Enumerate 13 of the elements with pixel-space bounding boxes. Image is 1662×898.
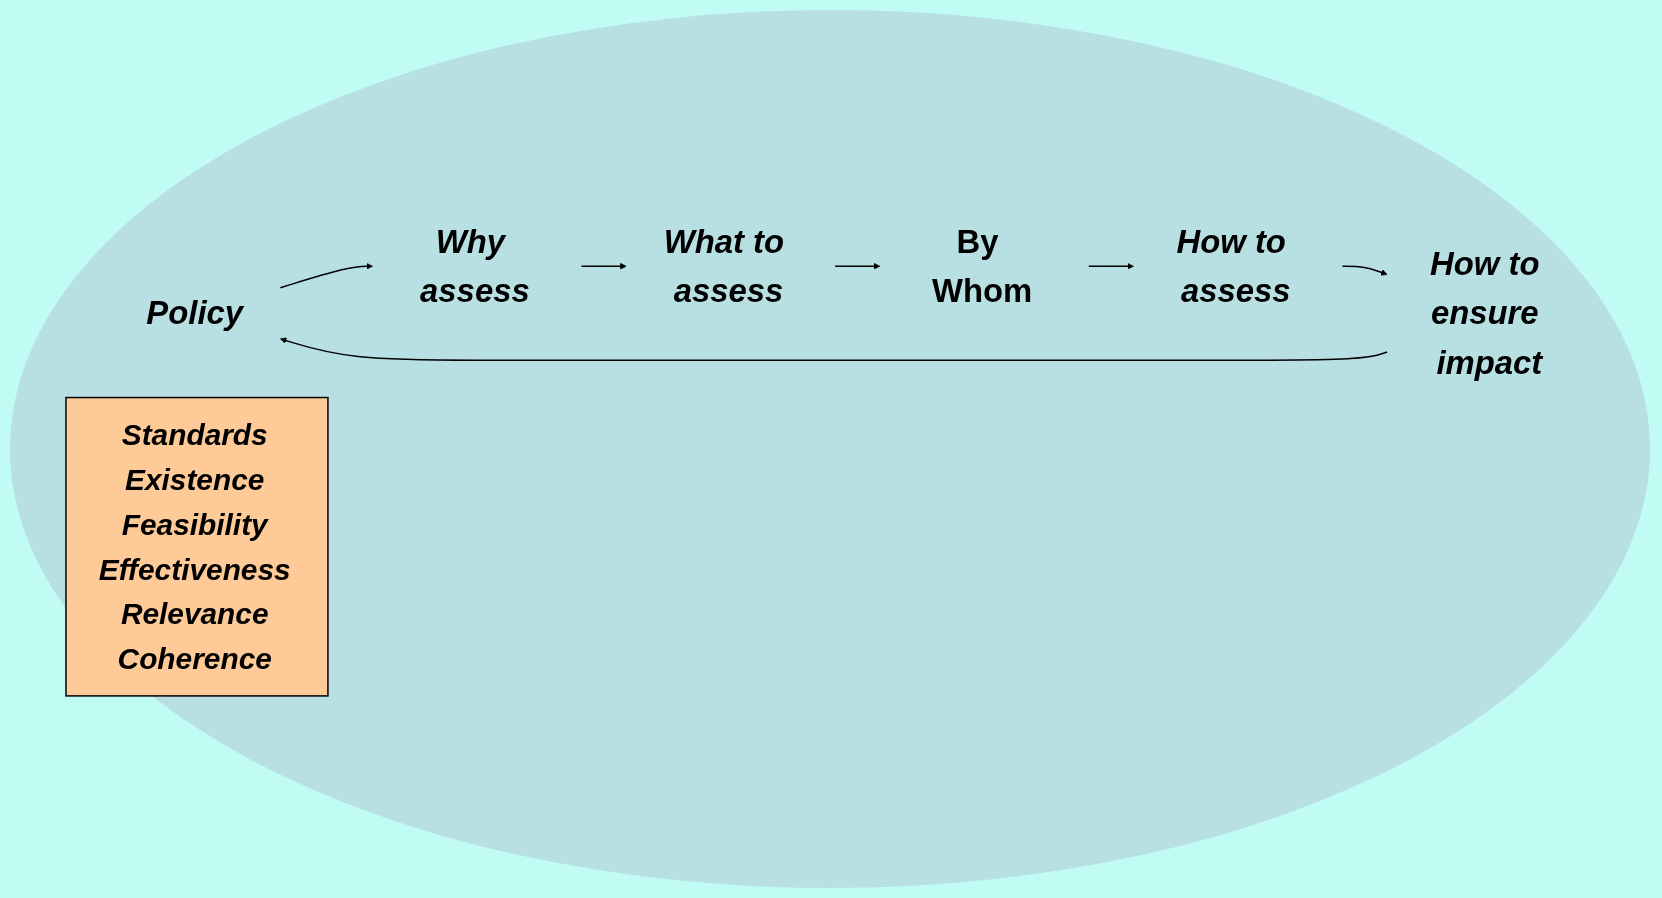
arrow	[1088, 262, 1134, 270]
node-text: Why assess	[420, 222, 530, 309]
node-text: By Whom	[931, 222, 1033, 309]
node-text: How to assess	[1176, 222, 1291, 309]
arrow	[580, 262, 627, 270]
arrow	[280, 337, 1388, 361]
node-box: Standards Existence Feasibility Effectiveness Relevance Coherence	[65, 396, 329, 697]
node-text: How to ensure impact	[1430, 245, 1543, 381]
arrow	[834, 262, 881, 270]
arrow	[279, 262, 373, 289]
node-text: Policy	[146, 294, 244, 332]
arrow	[1341, 265, 1388, 276]
node-text: What to assess	[663, 222, 785, 309]
